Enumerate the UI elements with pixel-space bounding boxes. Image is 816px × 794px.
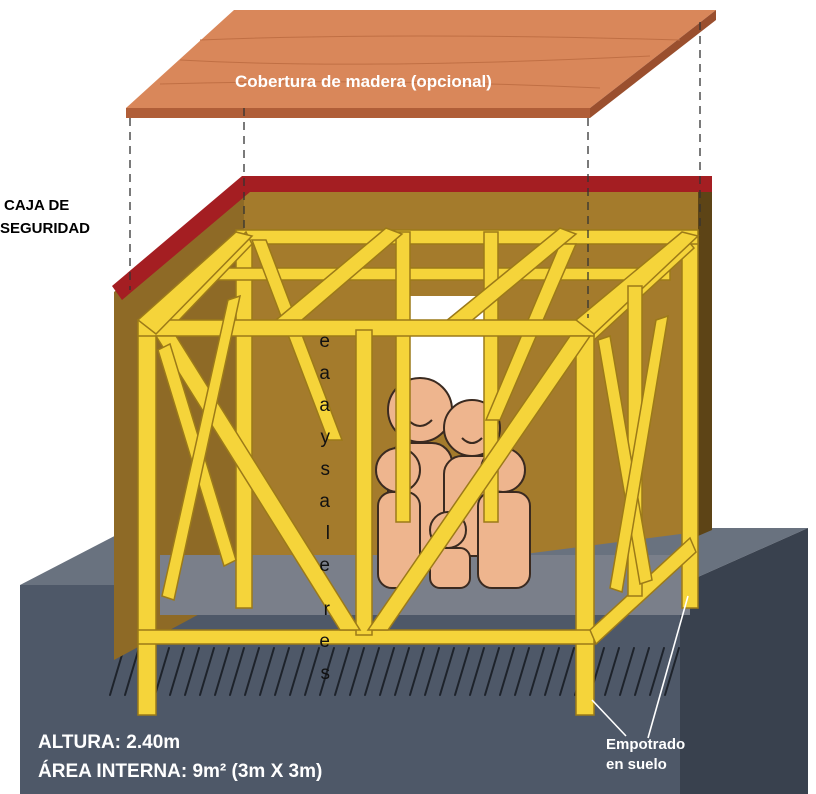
roof-label: Cobertura de madera (opcional) [235, 72, 492, 91]
side-fragment: e [319, 331, 330, 352]
right-side-top-beam [574, 231, 700, 335]
side-fragment: e [319, 555, 330, 576]
side-fragment: l [325, 523, 330, 544]
safety-box-title: CAJA DE SEGURIDAD [0, 194, 90, 240]
safety-box-title-line2: SEGURIDAD [0, 220, 91, 237]
side-fragment: y [320, 427, 331, 448]
side-fragment: e [319, 631, 330, 652]
guide-lines [129, 22, 701, 318]
anchor-label-line2: en suelo [606, 756, 667, 773]
timber-frame-front [136, 231, 700, 716]
side-fragment: s [320, 663, 331, 684]
soil-hatching [109, 647, 680, 696]
roof-edge [126, 108, 590, 118]
side-fragment: r [323, 599, 330, 620]
side-fragment: a [319, 363, 330, 384]
front-left-post [137, 322, 157, 716]
side-fragment: a [319, 395, 330, 416]
front-mid-post [355, 329, 373, 636]
anchor-label: Empotrado en suelo [606, 735, 685, 775]
side-fragment: a [319, 491, 330, 512]
side-text-fragments: e a a y s a l e r e s [290, 326, 330, 690]
dimensions-label: ALTURA: 2.40m ÁREA INTERNA: 9m² (3m X 3m… [38, 728, 322, 786]
front-right-brace [366, 335, 592, 631]
anchor-leaders [591, 595, 689, 739]
roof-side-edge [590, 10, 716, 118]
roof-panel [126, 10, 716, 118]
area-label: ÁREA INTERNA: 9m² (3m X 3m) [38, 761, 323, 782]
height-label: ALTURA: 2.40m [38, 732, 181, 753]
wall-top-edge [112, 176, 712, 300]
ground-side [680, 528, 808, 794]
side-fragment: s [320, 459, 331, 480]
roof-top [126, 10, 716, 108]
safety-box-title-line1: CAJA DE [4, 197, 70, 214]
front-right-post [575, 322, 595, 716]
right-wall-edge [698, 182, 712, 536]
left-side-top-beam [136, 231, 254, 336]
right-side-bottom-beam [589, 536, 697, 646]
anchor-label-line1: Empotrado [606, 736, 686, 753]
